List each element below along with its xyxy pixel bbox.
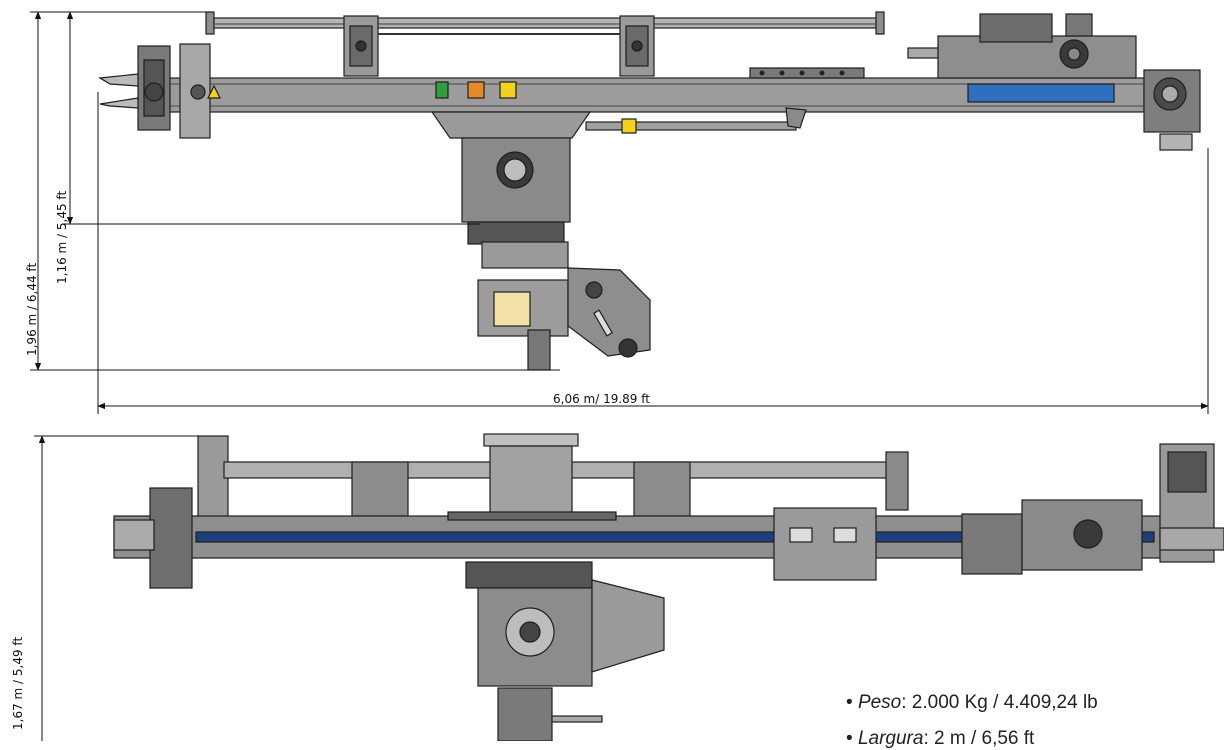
rail-bracket-right xyxy=(619,15,655,77)
spec-value: : 2.000 Kg / 4.409,24 lb xyxy=(901,692,1098,713)
side-view xyxy=(113,433,1224,741)
right-drive-unit xyxy=(907,13,1201,151)
carriage xyxy=(773,507,877,581)
hydraulic-cylinder xyxy=(585,107,807,134)
length-label: 6,06 m/ 19.89 ft xyxy=(553,392,650,406)
rail-bracket-left xyxy=(343,15,379,77)
spec-bullet: • xyxy=(846,692,853,713)
spec-key: Peso xyxy=(857,692,902,713)
side-turret xyxy=(465,561,665,741)
yellow-label xyxy=(499,81,517,99)
blue-rail xyxy=(195,531,1155,543)
spec-width: • Largura: 2 m / 6,56 ft xyxy=(846,728,1034,750)
spec-bullet: • xyxy=(846,728,853,749)
green-label xyxy=(435,81,449,99)
orange-label xyxy=(467,81,485,99)
mast-plate xyxy=(483,433,579,447)
spec-value: : 2 m / 6,56 ft xyxy=(923,728,1035,749)
side-right-drive xyxy=(961,443,1224,575)
pivot-icon xyxy=(190,84,206,100)
warning-icon xyxy=(207,84,221,99)
height-total-label: 1,96 m / 6,44 ft xyxy=(25,263,39,356)
wrist-assembly xyxy=(477,267,651,371)
height-side-label: 1,67 m / 5,49 ft xyxy=(11,637,25,730)
spec-key: Largura xyxy=(857,728,924,749)
turret-body xyxy=(430,111,592,269)
top-view xyxy=(98,11,1201,371)
height-partial-label: 1,16 m / 5,45 ft xyxy=(55,191,69,284)
spec-weight: • Peso: 2.000 Kg / 4.409,24 lb xyxy=(846,692,1098,714)
dimension-lines xyxy=(30,11,1209,741)
blue-label-strip xyxy=(967,83,1115,103)
side-left-jaw xyxy=(113,487,193,589)
